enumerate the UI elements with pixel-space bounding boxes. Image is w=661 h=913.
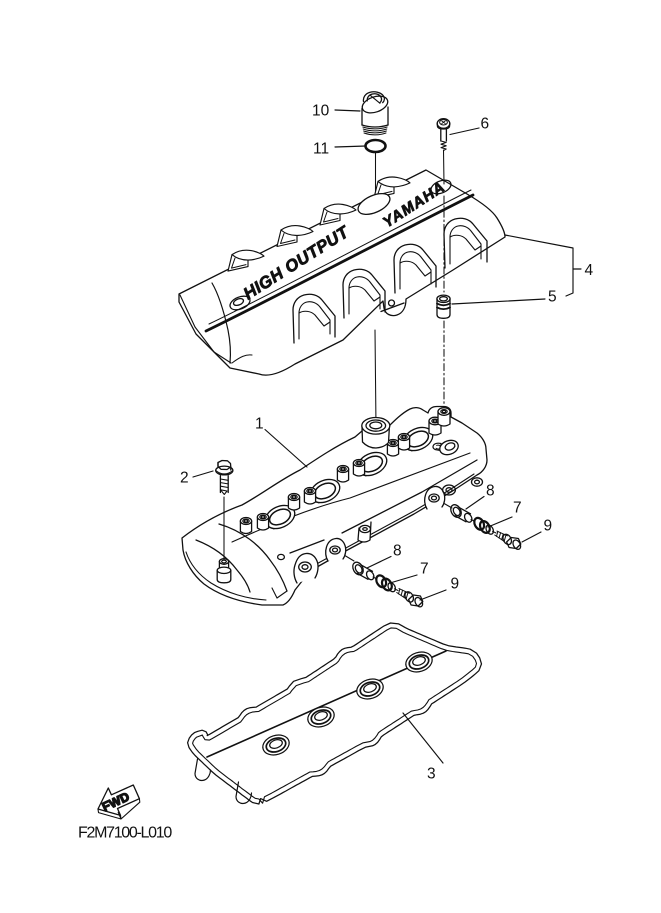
svg-text:10: 10	[312, 103, 330, 120]
svg-text:9: 9	[544, 518, 553, 535]
svg-text:8: 8	[393, 543, 402, 560]
svg-text:6: 6	[481, 116, 490, 133]
svg-text:7: 7	[513, 500, 522, 517]
svg-text:F2M7100-L010: F2M7100-L010	[78, 825, 172, 842]
svg-text:2: 2	[180, 470, 189, 487]
svg-text:1: 1	[255, 416, 264, 433]
svg-text:5: 5	[548, 289, 557, 306]
svg-text:11: 11	[313, 141, 329, 158]
svg-text:3: 3	[427, 766, 436, 783]
svg-text:8: 8	[486, 483, 495, 500]
svg-text:7: 7	[420, 561, 429, 578]
svg-text:9: 9	[451, 576, 460, 593]
svg-text:4: 4	[585, 262, 594, 279]
